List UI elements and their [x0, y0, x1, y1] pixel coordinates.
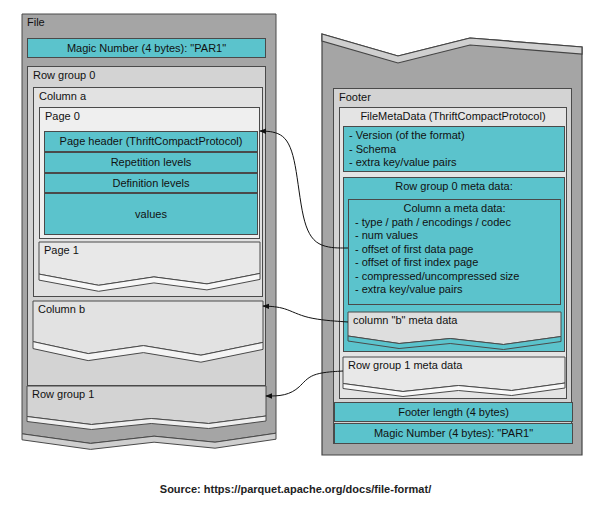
torn-edge — [348, 336, 561, 350]
band-label: Page header (ThriftCompactProtocol) — [56, 135, 247, 148]
field-item: - num values — [349, 229, 560, 243]
box-heading: FileMetaData (ThriftCompactProtocol) — [340, 108, 566, 123]
box-heading: Row group 1 — [27, 386, 266, 401]
torn-edge — [27, 416, 266, 430]
box-heading: File — [22, 14, 276, 29]
band-label: values — [131, 208, 171, 221]
box-heading: Page 0 — [40, 108, 259, 123]
box-heading: Row group 0 meta data: — [344, 178, 564, 193]
box-heading: Row group 0 — [28, 67, 265, 82]
torn-edge — [33, 342, 263, 363]
field-item: - Schema — [344, 143, 564, 157]
metadata-fields-band: - Version (of the format)- Schema- extra… — [343, 126, 565, 172]
column-chunk-box: Column a Page 0 Page header (ThriftCompact… — [33, 87, 263, 297]
torn-box-body — [22, 14, 276, 443]
definition-levels-band: Definition levels — [44, 173, 258, 193]
offset-pointer — [266, 371, 343, 396]
page-box: Page 1 — [39, 242, 260, 292]
field-item: - extra key/value pairs — [344, 156, 564, 170]
page-box: Page 0 Page header (ThriftCompactProtocol… — [39, 107, 260, 239]
box-heading: Footer — [334, 89, 571, 104]
offset-pointer — [263, 306, 348, 322]
repetition-levels-band: Repetition levels — [44, 152, 258, 173]
band-label: Magic Number (4 bytes): "PAR1" — [370, 427, 537, 440]
box-heading: column "b" meta data — [348, 312, 561, 327]
torn-edge — [322, 34, 582, 63]
source-caption: Source: https://parquet.apache.org/docs/… — [0, 483, 591, 495]
box-heading: Page 1 — [39, 242, 260, 257]
field-item: - type / path / encodings / codec — [349, 216, 560, 230]
box-heading: Column a — [34, 88, 262, 103]
band-label: Footer length (4 bytes) — [394, 406, 513, 419]
box-heading: Column a meta data: — [349, 200, 560, 216]
page-header-band: Page header (ThriftCompactProtocol) — [44, 131, 258, 152]
field-item: - extra key/value pairs — [349, 283, 560, 297]
file-end-container — [322, 34, 582, 455]
row-group-box: Row group 0 Column a Page 0 Page header (Th… — [27, 66, 266, 386]
band-label: Magic Number (4 bytes): "PAR1" — [63, 42, 230, 55]
magic-number-band: Magic Number (4 bytes): "PAR1" — [27, 38, 266, 58]
torn-edge — [343, 383, 565, 397]
box-heading: Row group 1 meta data — [343, 357, 565, 372]
field-item: - Version (of the format) — [344, 127, 564, 143]
row-group-metadata-box: Row group 0 meta data: Column a meta data… — [343, 177, 565, 352]
file-metadata-box: FileMetaData (ThriftCompactProtocol) - Ve… — [339, 107, 567, 399]
box-heading: Column b — [33, 301, 263, 316]
magic-number-band: Magic Number (4 bytes): "PAR1" — [334, 423, 573, 444]
column-metadata-box: Column a meta data:- type / path / encod… — [348, 199, 561, 305]
field-item: - offset of first data page — [349, 243, 560, 257]
offset-pointer — [260, 131, 348, 248]
footer-length-band: Footer length (4 bytes) — [334, 402, 573, 422]
column-metadata-box: column "b" meta data — [348, 312, 561, 350]
field-item: - offset of first index page — [349, 256, 560, 270]
file-container: FileMagic Number (4 bytes): "PAR1" Row gr… — [22, 14, 276, 450]
torn-edge — [39, 273, 260, 291]
torn-edge — [22, 433, 276, 449]
band-label: Definition levels — [108, 177, 193, 190]
values-band: values — [44, 193, 258, 235]
row-group-metadata-box: Row group 1 meta data — [343, 357, 565, 397]
footer-box: FooterFileMetaData (ThriftCompactProtoco… — [333, 88, 572, 444]
row-group-box: Row group 1 — [27, 386, 266, 430]
column-chunk-box: Column b — [33, 301, 263, 363]
field-item: - compressed/uncompressed size — [349, 270, 560, 284]
band-label: Repetition levels — [107, 156, 196, 169]
